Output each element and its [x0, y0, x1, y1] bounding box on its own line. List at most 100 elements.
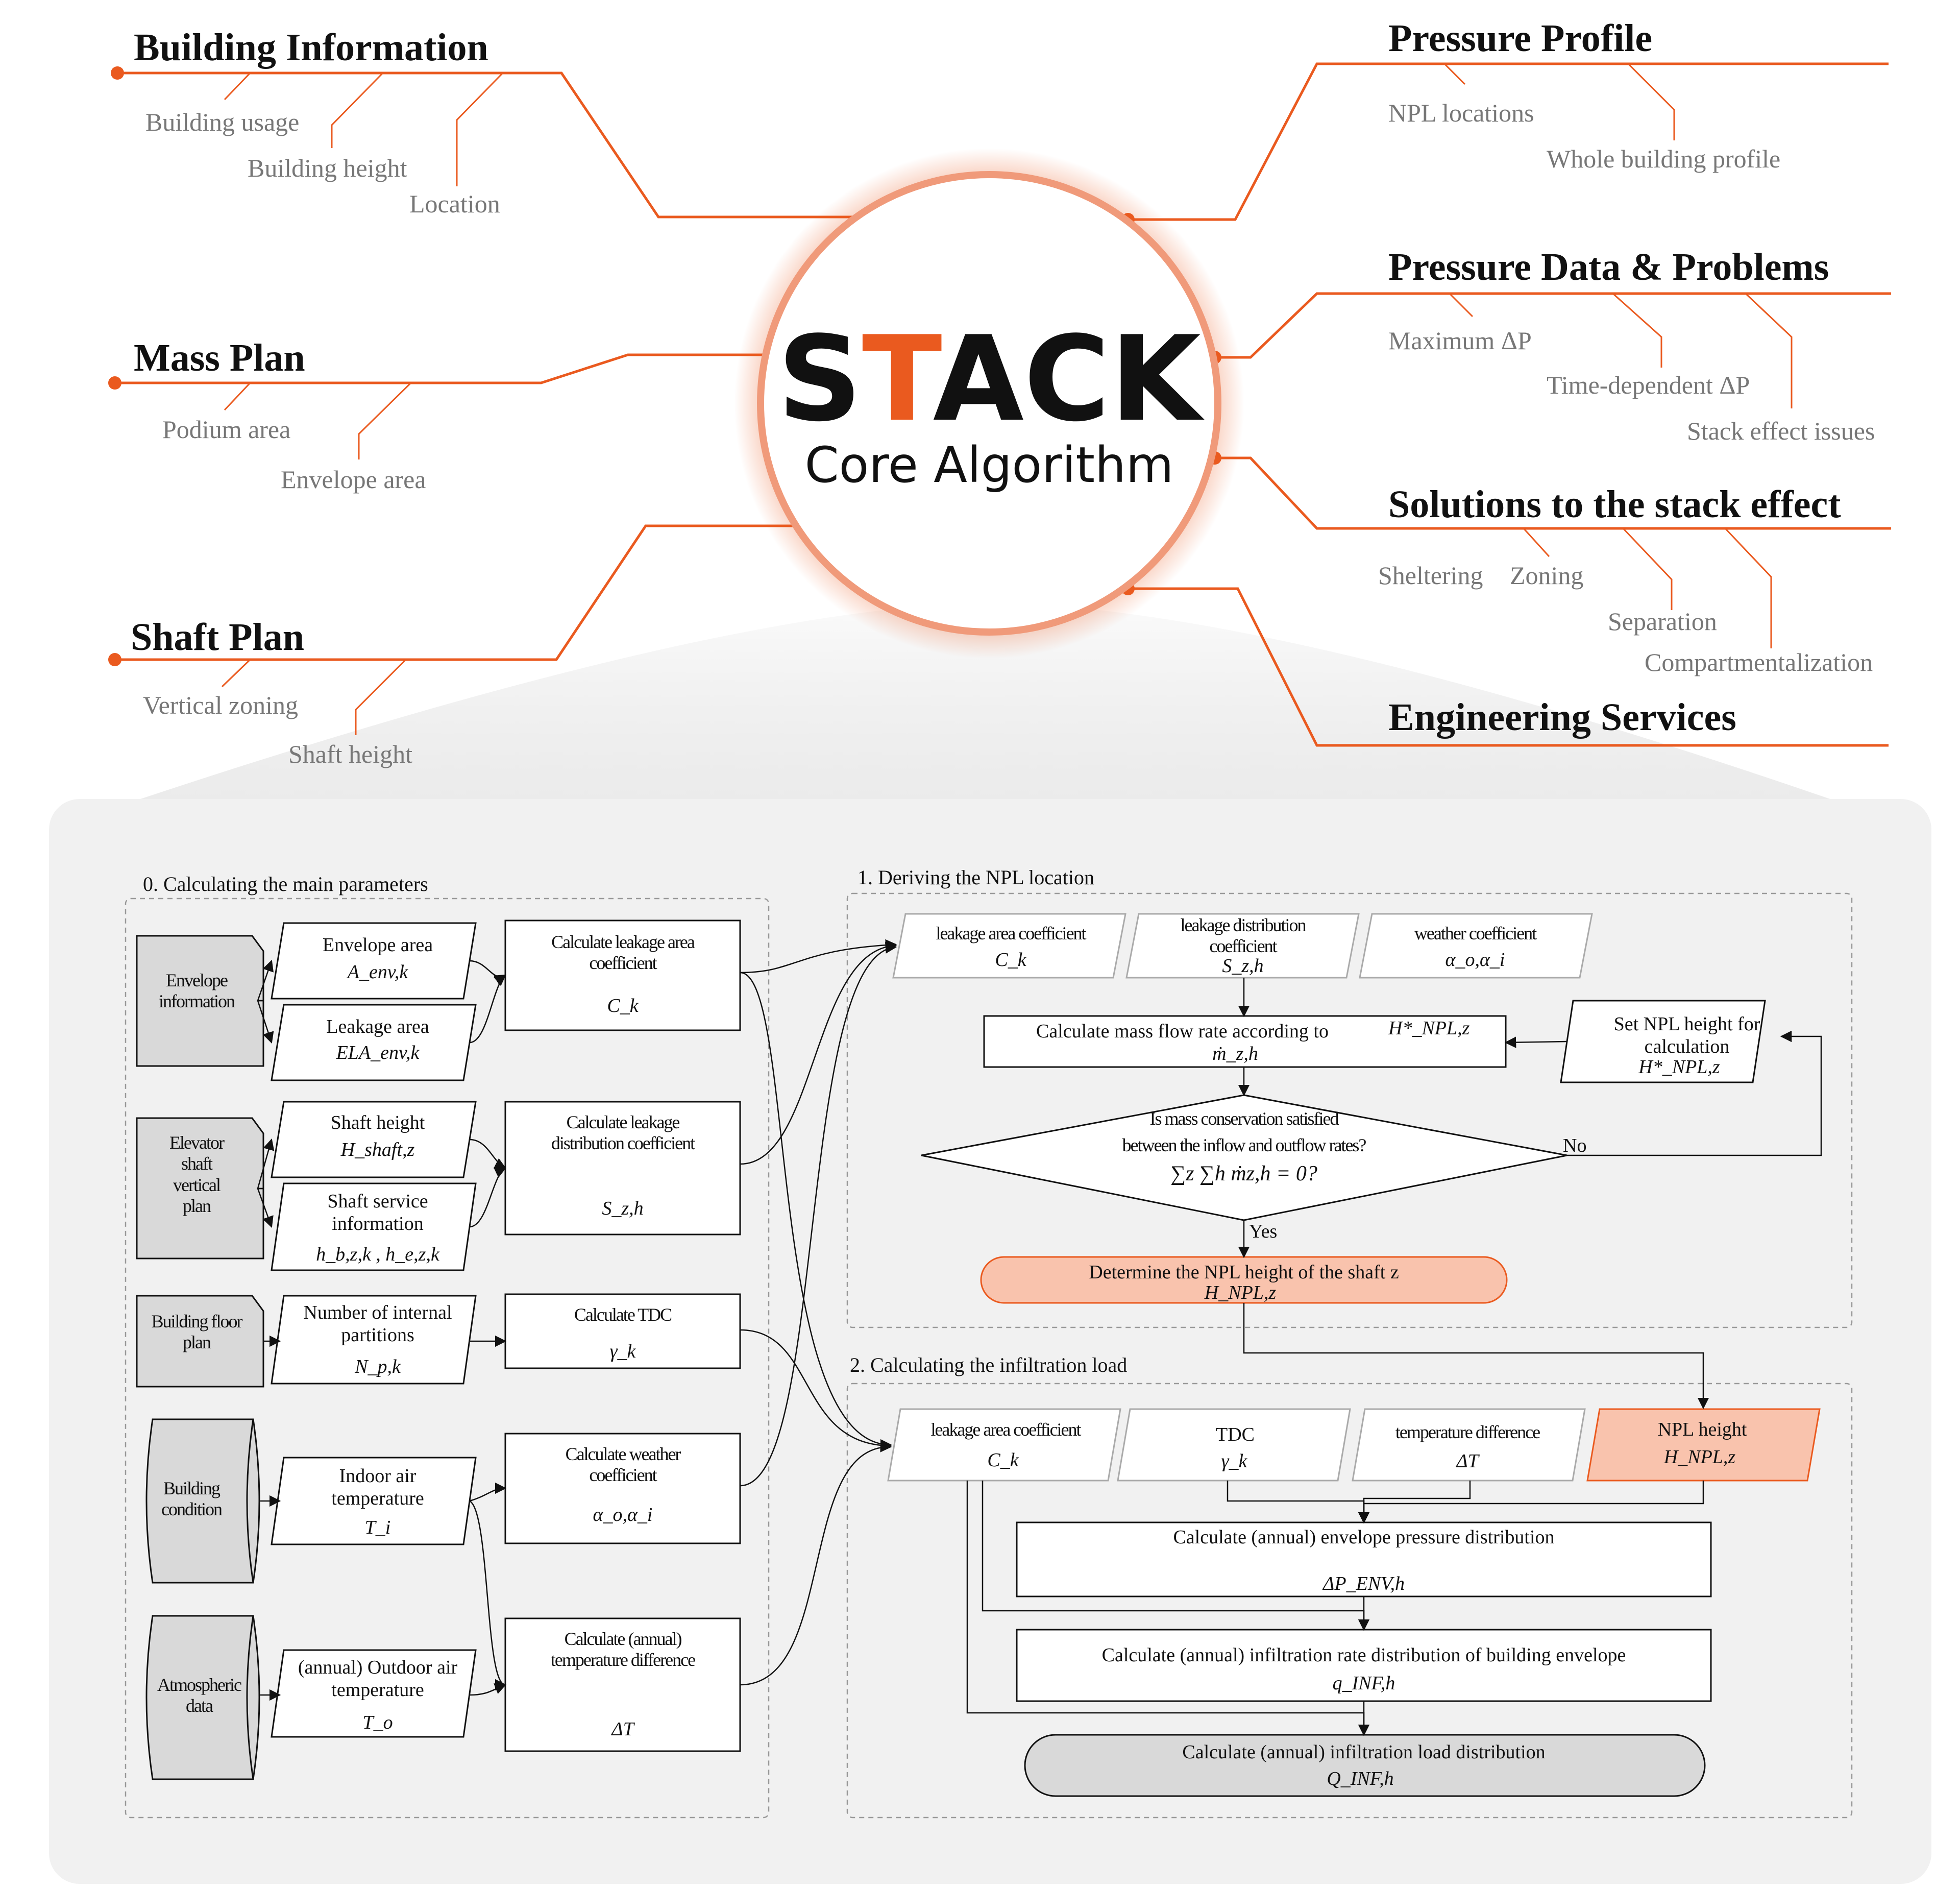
branch-item-right-2-0: Sheltering — [1378, 561, 1483, 590]
source-floor: Building floor plan — [151, 1311, 243, 1353]
input-indoor-shape — [271, 1457, 477, 1545]
link-leakarea-calc — [469, 974, 506, 1044]
source-condition: Building condition — [161, 1478, 223, 1520]
source-floor-shape — [136, 1295, 264, 1388]
npl-dist-coef-symbol: S_z,h — [1222, 955, 1264, 977]
calc-c_weather-symbol: α_o,α_i — [593, 1504, 653, 1525]
branch-pressure-profile — [1128, 62, 1889, 221]
infil-leak-coef-shape — [887, 1408, 1121, 1482]
link-cleak-npl — [740, 939, 897, 974]
branch-item-right-0-1: Whole building profile — [1547, 144, 1781, 173]
source-condition-shape-rim — [246, 1419, 254, 1583]
branch-item-left-2-1: Shaft height — [288, 740, 413, 768]
npl-dist-coef-label: leakage distribution coefficient — [1180, 915, 1307, 957]
npl-leak-coef-label: leakage area coefficient — [936, 923, 1086, 943]
dot-building-info — [111, 66, 124, 80]
link-elevator-svc — [257, 1188, 274, 1228]
input-shaft_h-label: Shaft height — [330, 1112, 425, 1133]
npl-leak-coef-shape — [892, 913, 1126, 979]
tick-npl-locations — [1443, 63, 1466, 85]
calc-c_temp-symbol: ΔT — [611, 1718, 634, 1740]
calc-weather-shape — [504, 1433, 741, 1544]
input-env_area-label: Envelope area — [322, 934, 433, 956]
infil-envelope-p-symbol: ΔP_ENV,h — [1323, 1573, 1405, 1594]
tick-separation — [1622, 527, 1673, 610]
tick-whole-profile — [1627, 63, 1675, 140]
branch-building-info — [117, 71, 863, 219]
source-envelope: Envelope information — [159, 970, 235, 1012]
branch-pressure-data — [1215, 292, 1891, 359]
infil-npl-height-shape — [1586, 1408, 1821, 1482]
infil-leak-coef-symbol: C_k — [987, 1449, 1019, 1471]
tick-envelope — [358, 382, 412, 459]
infil-tdc-shape — [1117, 1408, 1351, 1482]
dot-mass-plan — [108, 376, 121, 390]
dot-shaft-plan — [108, 653, 121, 666]
npl-set-height-label: Set NPL height for calculation — [1613, 1013, 1760, 1057]
npl-mass-flow-label: Calculate mass flow rate according to — [1036, 1021, 1329, 1042]
branch-item-left-0-2: Location — [409, 189, 500, 218]
npl-weather-coef-symbol: α_o,α_i — [1445, 949, 1505, 971]
fan-shadow — [133, 602, 1837, 802]
tick-time-dp — [1612, 293, 1662, 368]
hub-title-brand_suffix: ACK — [933, 311, 1201, 448]
section-0-title: 0. Calculating the main parameters — [143, 873, 428, 895]
infil-temp-diff-symbol: ΔT — [1456, 1450, 1479, 1472]
infil-temp-diff-shape — [1352, 1408, 1586, 1482]
link-svc-calc — [469, 1167, 507, 1228]
infil-load-label: Calculate (annual) infiltration load dis… — [1182, 1741, 1546, 1763]
npl-mass-flow-symbol: H*_NPL,z — [1388, 1018, 1470, 1039]
hub-circle — [757, 171, 1221, 636]
link-cweather-npl — [740, 942, 897, 1487]
npl-decision-line2: between the inflow and outflow rates? — [1122, 1135, 1367, 1155]
infil-leak-coef-label: leakage area coefficient — [930, 1419, 1081, 1440]
input-indoor-symbol: T_i — [364, 1517, 391, 1538]
calc-c_dist-symbol: S_z,h — [602, 1198, 644, 1219]
input-shaft_svc-label: Shaft service information — [327, 1191, 428, 1234]
branch-item-right-2-2: Separation — [1608, 607, 1717, 636]
input-leak_area-symbol: ELA_env,k — [336, 1042, 420, 1063]
tick-compartment — [1724, 527, 1772, 648]
calc-c_tdc-symbol: γ_k — [609, 1341, 636, 1362]
branch-item-right-1-1: Time-dependent ΔP — [1547, 371, 1750, 399]
npl-set-height-shape — [1560, 1000, 1766, 1083]
infil-envelope-p-label: Calculate (annual) envelope pressure dis… — [1173, 1527, 1555, 1548]
branch-item-left-2-0: Vertical zoning — [143, 691, 299, 719]
hub-subtitle: Core Algorithm — [804, 437, 1174, 494]
branch-item-right-2-1: Zoning — [1510, 561, 1584, 590]
input-shaft-svc-shape — [271, 1182, 477, 1271]
link-ctemp-infil — [740, 1441, 892, 1686]
link-indoor-temp — [469, 1500, 507, 1691]
tick-building-usage — [224, 72, 251, 101]
branch-title-left-1: Mass Plan — [134, 336, 305, 379]
infil-tdc-label: TDC — [1216, 1424, 1255, 1445]
npl-weather-coef-label: weather coefficient — [1414, 923, 1537, 943]
calc-c_weather-label: Calculate weather coefficient — [565, 1444, 681, 1486]
input-shaft_h-symbol: H_shaft,z — [340, 1139, 415, 1160]
tick-location — [456, 72, 504, 186]
input-leak-area-shape — [271, 1004, 477, 1081]
branch-title-left-2: Shaft Plan — [131, 616, 304, 659]
npl-result-label: Determine the NPL height of the shaft z — [1089, 1262, 1399, 1283]
input-partitions-symbol: N_p,k — [355, 1356, 401, 1377]
link-set-mass — [1504, 1036, 1567, 1048]
infil-rate-shape — [1016, 1629, 1712, 1702]
input-partitions-label: Number of internal partitions — [303, 1302, 452, 1346]
calc-dist-shape — [504, 1101, 741, 1236]
tick-building-height — [331, 72, 384, 148]
tick-max-dp — [1449, 293, 1474, 318]
source-envelope-shape — [136, 935, 264, 1067]
branch-item-left-1-0: Podium area — [162, 415, 291, 444]
source-atmos-shape-rim — [246, 1615, 254, 1780]
branch-item-left-0-1: Building height — [248, 154, 407, 182]
npl-decision-formula: ∑z ∑h ṁz,h = 0? — [1170, 1162, 1317, 1185]
calc-leak-shape — [504, 919, 741, 1031]
input-partitions-shape — [271, 1295, 477, 1385]
link-cdist-npl — [740, 940, 897, 1165]
input-outdoor-shape — [271, 1649, 477, 1738]
infil-rate-symbol: q_INF,h — [1332, 1673, 1395, 1694]
npl-mass-flow-symbol2: ṁ_z,h — [1212, 1043, 1258, 1064]
calc-c_leak-label: Calculate leakage area coefficient — [551, 932, 695, 974]
tick-stack-issues — [1745, 293, 1793, 408]
npl-mass-flow-shape — [983, 1015, 1507, 1068]
